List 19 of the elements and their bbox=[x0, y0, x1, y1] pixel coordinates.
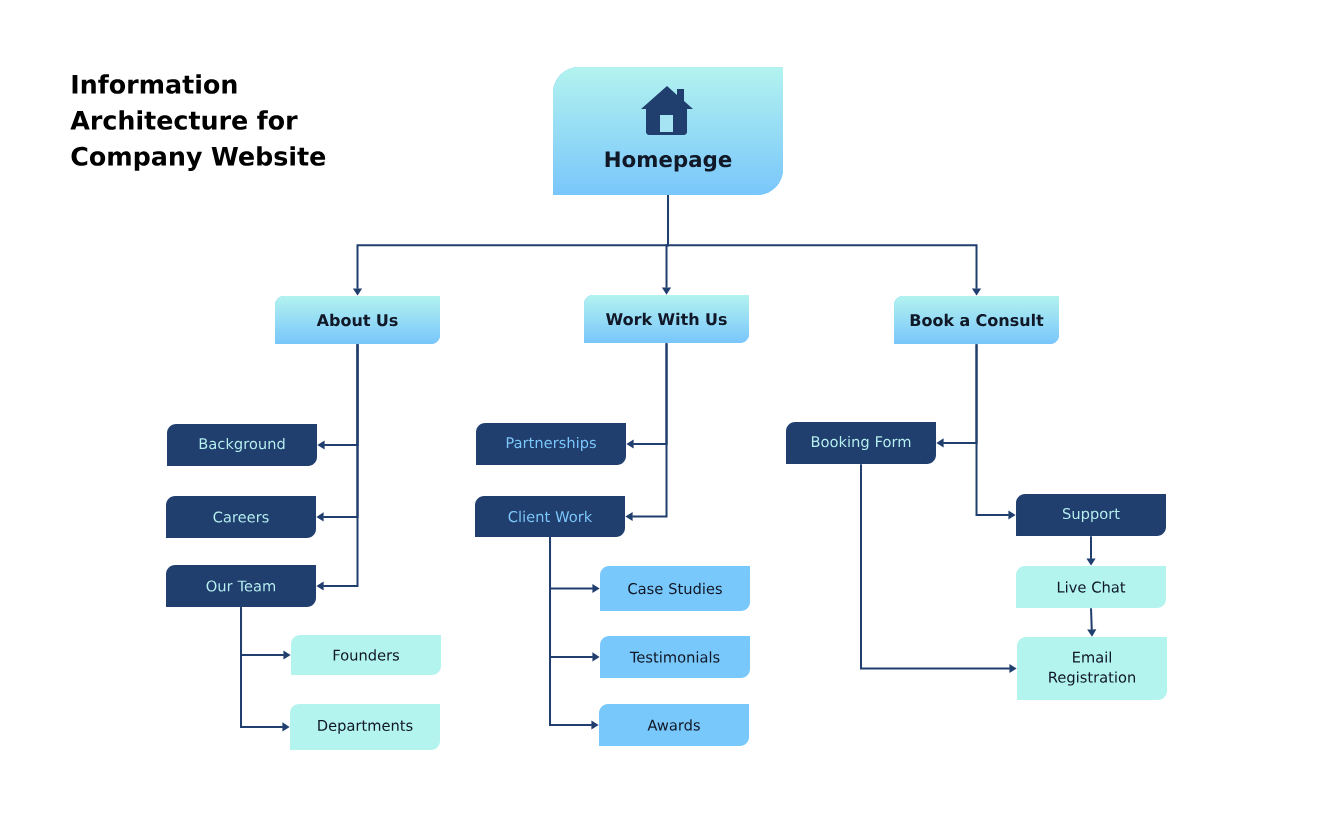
title: Information Architecture for Company Website bbox=[70, 74, 326, 171]
subpage-box: Testimonials bbox=[600, 636, 750, 678]
section-box: Work With Us bbox=[584, 295, 749, 343]
section-box: Book a Consult bbox=[894, 296, 1059, 344]
page-box: Client Work bbox=[475, 496, 625, 537]
subpage-box: Live Chat bbox=[1016, 566, 1166, 608]
page-box: Careers bbox=[166, 496, 316, 538]
page-box: Our Team bbox=[166, 565, 316, 607]
page-box: Partnerships bbox=[476, 423, 626, 465]
subpage-box: Founders bbox=[291, 635, 441, 675]
subpage-box: Email Registration bbox=[1017, 637, 1167, 700]
page-box: Booking Form bbox=[786, 422, 936, 464]
root-page-box: Homepage bbox=[553, 67, 783, 195]
subpage-box: Case Studies bbox=[600, 566, 750, 611]
page-box: Support bbox=[1016, 494, 1166, 536]
page-box: Background bbox=[167, 424, 317, 466]
subpage-box: Departments bbox=[290, 704, 440, 750]
section-box: About Us bbox=[275, 296, 440, 344]
subpage-box: Awards bbox=[599, 704, 749, 746]
